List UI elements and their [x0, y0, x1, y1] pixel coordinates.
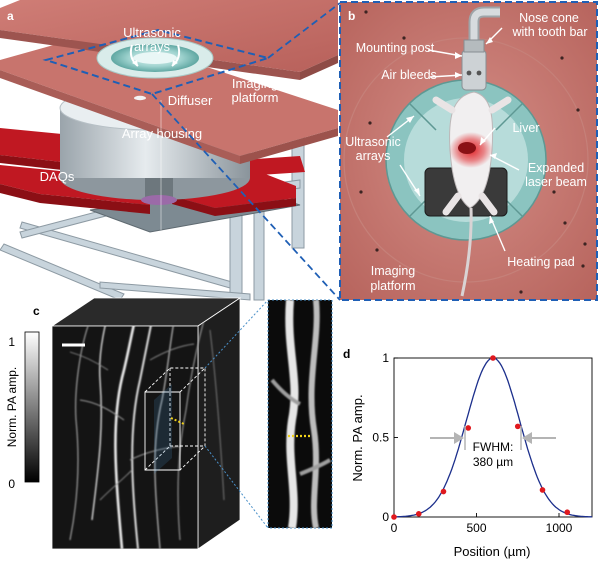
- fwhm-label-line1: FWHM:: [473, 440, 514, 454]
- mouse-body: [432, 91, 512, 297]
- data-point: [415, 511, 422, 517]
- label-air-bleeds: Air bleeds: [381, 68, 437, 82]
- label-daqs: DAQs: [40, 169, 75, 184]
- dashed-diamond: [42, 28, 272, 96]
- label-imaging-platform-b-line2: platform: [370, 279, 415, 293]
- y-tick-label: 1: [382, 351, 389, 365]
- zoom-slice: [154, 384, 172, 474]
- panel-d-letter: d: [343, 347, 350, 361]
- plot-area: [393, 357, 593, 518]
- gaussian-fit-line: [394, 357, 592, 518]
- panel-c-letter: c: [33, 304, 40, 318]
- data-point: [391, 514, 397, 520]
- y-axis-label: Norm. PA amp.: [350, 394, 365, 481]
- label-liver: Liver: [512, 121, 539, 135]
- connector-a-b: [151, 2, 341, 301]
- label-array-housing: Array housing: [122, 126, 202, 141]
- panel-a: a Ultrasonic arrays Diffuser Imaging pla…: [0, 0, 338, 301]
- label-imaging-platform-a-line1: Imaging: [232, 76, 278, 91]
- colorbar-label: Norm. PA amp.: [5, 367, 19, 447]
- label-nose-cone-line2: with tooth bar: [511, 25, 587, 39]
- x-tick-label: 500: [466, 521, 486, 535]
- label-ultrasonic-arrays-line1: Ultrasonic: [123, 25, 181, 40]
- label-imaging-platform-a-line2: platform: [232, 90, 279, 105]
- data-point: [440, 488, 447, 495]
- y-tick-label: 0.5: [372, 431, 389, 445]
- data-point: [490, 355, 496, 361]
- zoom-panel: [267, 299, 333, 529]
- pa-volume: [50, 297, 242, 550]
- label-mounting-post: Mounting post: [356, 41, 435, 55]
- label-ultrasonic-arrays-line2: arrays: [134, 39, 171, 54]
- imaging-platform-a: [0, 32, 338, 164]
- fwhm-arrows: [430, 426, 556, 450]
- panel-a-letter: a: [7, 9, 14, 23]
- label-expanded-laser-beam-line2: laser beam: [525, 175, 587, 189]
- data-point: [514, 423, 521, 430]
- b-arrowheads: [406, 37, 497, 224]
- panel-b-letter: b: [348, 9, 355, 23]
- data-points: [391, 355, 571, 520]
- label-ultrasonic-arrays-b-line2: arrays: [356, 149, 391, 163]
- data-point: [539, 487, 546, 493]
- label-nose-cone-line1: Nose cone: [519, 11, 579, 25]
- x-tick-label: 0: [391, 521, 398, 535]
- y-tick-label: 0: [382, 510, 389, 524]
- data-point: [465, 425, 472, 431]
- colorbar-bottom-tick: 0: [8, 477, 15, 491]
- panel-d: d 0 500 1000 0 0.5 1 Position (µm) Norm. PA a…: [343, 347, 593, 559]
- label-expanded-laser-beam-line1: Expanded: [528, 161, 584, 175]
- x-tick-label: 1000: [546, 521, 573, 535]
- zoom-vessels: [270, 300, 332, 528]
- panel-b: b Mounting post Air bleeds Nose cone wit…: [339, 1, 598, 301]
- label-imaging-platform-b-line1: Imaging: [371, 264, 416, 278]
- label-diffuser: Diffuser: [168, 93, 213, 108]
- mounting-holes: [359, 10, 587, 294]
- nose-cone: [461, 6, 500, 91]
- label-heating-pad: Heating pad: [507, 255, 574, 269]
- panel-c: c 1 0 Norm. PA amp.: [5, 297, 333, 550]
- zoom-connectors: [204, 299, 269, 529]
- x-axis-label: Position (µm): [454, 544, 531, 559]
- label-ultrasonic-arrays-b-line1: Ultrasonic: [345, 135, 401, 149]
- colorbar-top-tick: 1: [8, 335, 15, 349]
- colorbar: [24, 331, 40, 483]
- data-point: [564, 509, 571, 516]
- zoom-box: [144, 367, 206, 471]
- fwhm-label-line2: 380 µm: [473, 455, 513, 469]
